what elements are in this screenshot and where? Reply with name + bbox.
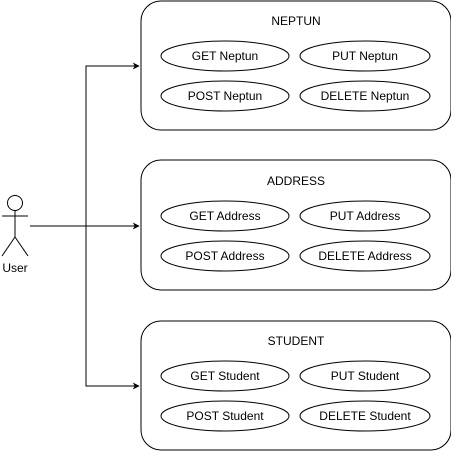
connector-neptun	[30, 62, 140, 227]
connectors	[30, 62, 140, 390]
use-case-put-neptun	[299, 40, 431, 72]
actor-label: User	[2, 261, 27, 275]
use-case-get-address-label: GET Address	[189, 209, 260, 223]
use-case-get-student	[160, 360, 290, 392]
use-case-post-neptun-label: POST Neptun	[188, 89, 262, 103]
use-case-delete-student-label: DELETE Student	[319, 409, 411, 423]
use-case-put-address	[299, 200, 431, 232]
connector-student	[30, 225, 140, 390]
use-case-delete-address	[299, 240, 431, 272]
use-case-delete-neptun	[299, 80, 431, 112]
use-case-put-student	[299, 360, 431, 392]
use-case-get-address	[160, 200, 290, 232]
use-case-get-student-label: GET Student	[190, 369, 260, 383]
use-case-post-student	[160, 400, 290, 432]
group-neptun-title: NEPTUN	[271, 14, 320, 28]
actor-right-leg	[14, 236, 29, 257]
use-case-post-address	[160, 240, 290, 272]
use-case-delete-student	[299, 400, 431, 432]
use-case-get-neptun-label: GET Neptun	[192, 49, 258, 63]
use-case-post-neptun	[160, 80, 290, 112]
use-case-put-address-label: PUT Address	[330, 209, 400, 223]
actor-user	[1, 195, 29, 257]
actor-head	[7, 195, 23, 211]
use-case-delete-neptun-label: DELETE Neptun	[321, 89, 410, 103]
group-neptun: NEPTUN GET Neptun PUT Neptun POST Neptun…	[140, 0, 451, 131]
group-address-title: ADDRESS	[267, 174, 325, 188]
group-address: ADDRESS GET Address PUT Address POST Add…	[140, 159, 451, 291]
group-student-title: STUDENT	[268, 334, 325, 348]
use-case-put-neptun-label: PUT Neptun	[332, 49, 398, 63]
use-case-post-student-label: POST Student	[186, 409, 264, 423]
use-case-delete-address-label: DELETE Address	[318, 249, 411, 263]
use-case-post-address-label: POST Address	[185, 249, 264, 263]
use-case-put-student-label: PUT Student	[331, 369, 400, 383]
use-case-get-neptun	[160, 40, 290, 72]
group-student: STUDENT GET Student PUT Student POST Stu…	[140, 320, 451, 451]
actor-left-leg	[1, 236, 16, 257]
